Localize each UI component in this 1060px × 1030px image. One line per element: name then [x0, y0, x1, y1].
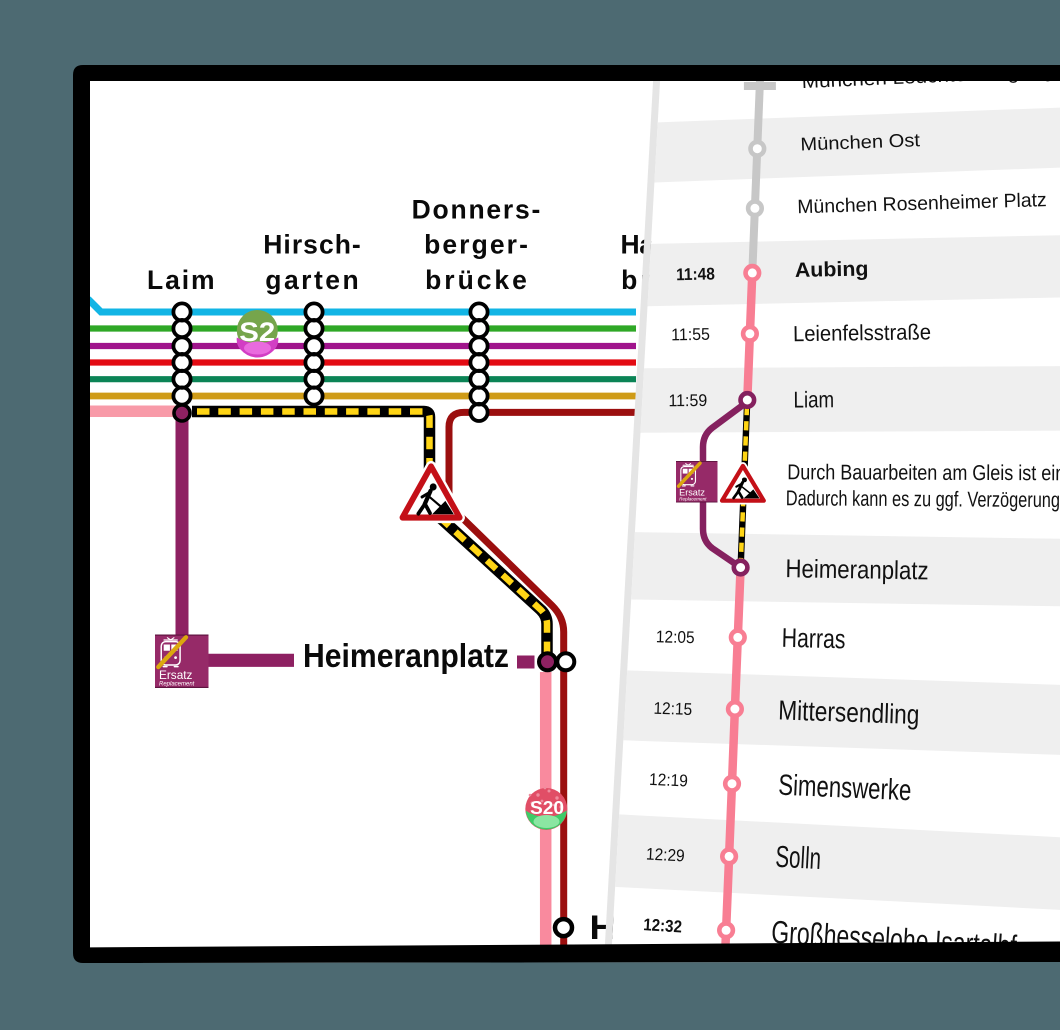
svg-text:12:05: 12:05 [656, 627, 695, 647]
svg-text:Dadurch kann es zu ggf. Verzög: Dadurch kann es zu ggf. Verzögerungen ko… [786, 486, 1060, 512]
svg-text:Heimeranplatz: Heimeranplatz [785, 555, 929, 585]
svg-text:berger-: berger- [424, 230, 528, 260]
svg-text:Simenswerke: Simenswerke [778, 769, 912, 808]
svg-text:Donners-: Donners- [412, 194, 541, 224]
svg-text:11:48: 11:48 [676, 264, 715, 284]
svg-text:12:15: 12:15 [653, 699, 692, 719]
svg-text:brücke: brücke [425, 265, 527, 295]
svg-text:Replacement: Replacement [159, 682, 195, 688]
svg-text:Solln: Solln [775, 839, 822, 876]
svg-text:11:59: 11:59 [668, 391, 707, 410]
svg-text:Heimeranplatz: Heimeranplatz [303, 638, 509, 675]
svg-text:S20: S20 [530, 798, 564, 818]
svg-text:Durch Bauarbeiten am Gleis ist: Durch Bauarbeiten am Gleis ist ein Schie… [787, 460, 1060, 486]
svg-text:Harras: Harras [781, 623, 846, 655]
svg-text:Replacement: Replacement [679, 497, 707, 502]
svg-text:München Ost: München Ost [800, 129, 920, 154]
svg-text:Liam: Liam [793, 386, 834, 412]
svg-text:Laim: Laim [147, 265, 215, 295]
svg-text:Ersatz: Ersatz [679, 488, 705, 498]
svg-text:Aubing: Aubing [795, 257, 869, 282]
svg-text:Mittersendling: Mittersendling [778, 694, 920, 730]
svg-text:12:19: 12:19 [649, 770, 688, 791]
svg-text:12:32: 12:32 [643, 915, 683, 936]
svg-text:12:29: 12:29 [646, 845, 686, 866]
svg-text:Ersatz: Ersatz [159, 668, 193, 682]
svg-text:11:55: 11:55 [671, 325, 710, 345]
svg-text:Hirsch-: Hirsch- [263, 230, 361, 260]
svg-text:Leienfelsstraße: Leienfelsstraße [793, 319, 931, 346]
